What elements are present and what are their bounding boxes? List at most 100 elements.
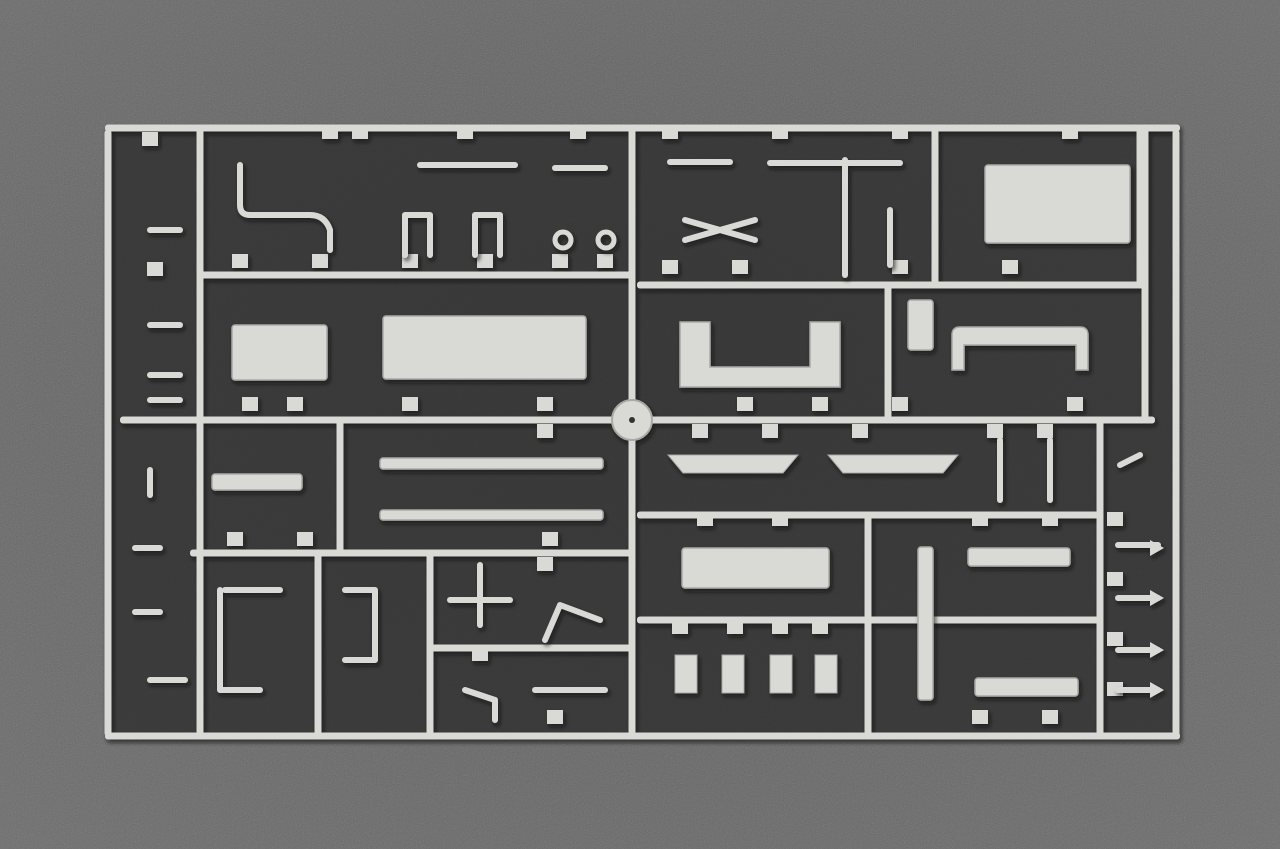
gate-tab <box>597 254 613 268</box>
bar-part <box>379 457 604 470</box>
gate-tab <box>697 512 713 526</box>
runner-horizontal <box>190 549 632 557</box>
ring-part <box>595 229 617 251</box>
wire-part <box>237 162 333 253</box>
gate-tab <box>402 397 418 411</box>
runner-horizontal <box>200 271 632 279</box>
plate-part <box>681 547 830 589</box>
arch-part <box>951 326 1089 371</box>
gate-tab <box>537 424 553 438</box>
runner-vertical <box>1096 420 1104 736</box>
gate-tab <box>287 397 303 411</box>
gate-tab <box>297 532 313 546</box>
sprue-parts <box>132 157 1164 723</box>
wire-part <box>342 587 378 663</box>
gate-tab <box>852 424 868 438</box>
rod-part <box>211 473 303 491</box>
runner-vertical <box>426 553 434 736</box>
runner-vertical <box>1136 128 1144 285</box>
runner-horizontal <box>637 281 1145 289</box>
runner-horizontal <box>105 732 1180 740</box>
gate-tab <box>537 397 553 411</box>
bar-part <box>379 509 604 521</box>
wire-part <box>402 212 433 258</box>
gate-tab <box>1107 512 1123 526</box>
runner-vertical <box>931 128 939 285</box>
gate-tab <box>972 710 988 724</box>
gate-tab <box>762 424 778 438</box>
wire-part <box>217 587 263 693</box>
panel-part <box>231 324 328 381</box>
gate-tab <box>472 647 488 661</box>
gate-tab <box>892 397 908 411</box>
gate-tab <box>352 125 368 139</box>
gate-tab <box>987 424 1003 438</box>
leg-part <box>721 654 745 694</box>
box-part <box>984 164 1131 244</box>
gate-tab <box>727 620 743 634</box>
gate-tab <box>1107 632 1123 646</box>
runner-vertical <box>336 420 344 553</box>
center-hub-hole <box>629 417 635 423</box>
gate-tab <box>1002 260 1018 274</box>
leg-part <box>814 654 838 694</box>
gate-tab <box>542 532 558 546</box>
cylinder-part <box>907 299 934 351</box>
runner-vertical <box>864 515 872 736</box>
gate-tab <box>570 125 586 139</box>
runner-horizontal <box>105 124 1180 132</box>
gate-tab <box>477 254 493 268</box>
gate-tab <box>142 132 158 146</box>
plate-part <box>382 315 587 380</box>
runner-vertical <box>104 130 112 736</box>
bar-part <box>967 547 1071 567</box>
gate-tab <box>322 125 338 139</box>
leg-part <box>769 654 793 694</box>
tip-part <box>1150 540 1164 556</box>
gate-tab <box>1062 125 1078 139</box>
gate-tab <box>1042 710 1058 724</box>
wire-part <box>462 687 498 723</box>
gate-tab <box>1067 397 1083 411</box>
gate-tab <box>892 260 908 274</box>
gate-tab <box>737 397 753 411</box>
gate-tab <box>547 710 563 724</box>
gate-tab <box>242 397 258 411</box>
gate-tab <box>552 254 568 268</box>
gate-tab <box>662 260 678 274</box>
gate-tab <box>812 397 828 411</box>
gate-tab <box>457 125 473 139</box>
gate-tab <box>1107 572 1123 586</box>
gate-tab <box>227 532 243 546</box>
gate-tab <box>732 260 748 274</box>
gate-tab <box>232 254 248 268</box>
bracket-part <box>679 321 841 388</box>
gate-tab <box>537 557 553 571</box>
gate-tab <box>892 125 908 139</box>
gate-tab <box>312 254 328 268</box>
tip-part <box>1150 590 1164 606</box>
gate-tab <box>672 620 688 634</box>
runner-horizontal <box>430 644 632 652</box>
runner-vertical <box>196 128 204 736</box>
tip-part <box>1150 682 1164 698</box>
runner-vertical <box>1172 130 1180 736</box>
strip-part <box>917 546 934 701</box>
gate-tab <box>772 512 788 526</box>
suspension-part <box>666 454 800 474</box>
tip-part <box>1150 642 1164 658</box>
gate-tab <box>772 125 788 139</box>
gate-tab <box>692 424 708 438</box>
wire-part <box>542 602 603 643</box>
wire-part <box>472 212 503 258</box>
runner-vertical <box>884 285 892 420</box>
suspension-part <box>826 454 960 474</box>
gate-tab <box>812 620 828 634</box>
gate-tab <box>1037 424 1053 438</box>
gate-tab <box>1042 512 1058 526</box>
runner-vertical <box>314 553 322 736</box>
gate-tab <box>147 262 163 276</box>
gate-tab <box>662 125 678 139</box>
ring-part <box>552 229 574 251</box>
